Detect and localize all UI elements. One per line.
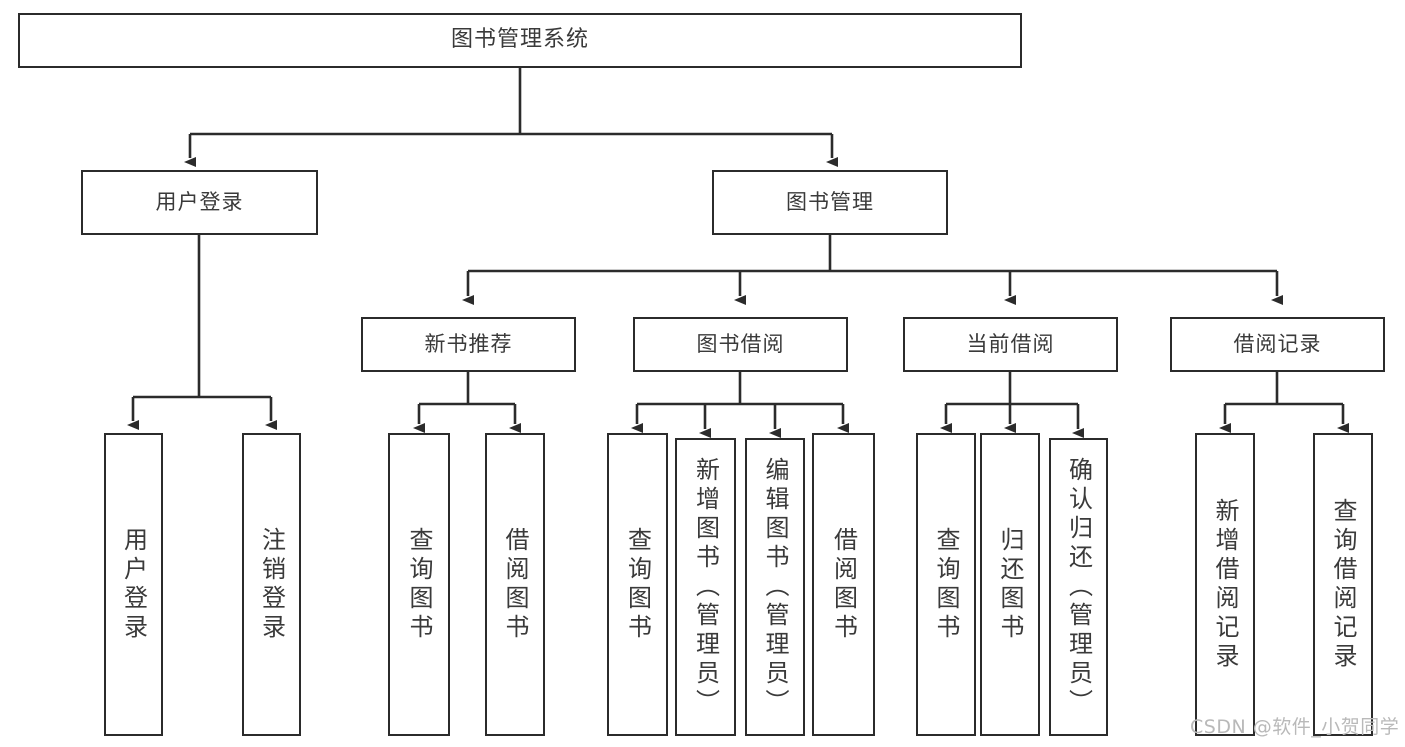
node-label: 确认归还（管理员） <box>1064 456 1093 718</box>
node-label: 借阅记录 <box>1233 331 1322 356</box>
node-label: 新增借阅记录 <box>1211 497 1239 672</box>
node-current-borrow[interactable]: 当前借阅 <box>903 317 1118 372</box>
leaf-recommend-query-book[interactable]: 查询图书 <box>388 433 450 736</box>
node-borrow-record[interactable]: 借阅记录 <box>1170 317 1385 372</box>
node-label: 图书管理 <box>786 189 874 214</box>
node-label: 编辑图书（管理员） <box>761 456 789 718</box>
node-label: 查询借阅记录 <box>1329 497 1357 672</box>
node-user-login[interactable]: 用户登录 <box>81 170 318 235</box>
node-label: 用户登录 <box>155 189 244 214</box>
node-label: 图书管理系统 <box>450 27 589 53</box>
node-label: 新书推荐 <box>424 331 513 356</box>
leaf-borrow-edit-book-admin[interactable]: 编辑图书（管理员） <box>745 438 805 736</box>
leaf-current-confirm-return-admin[interactable]: 确认归还（管理员） <box>1049 438 1108 736</box>
leaf-recommend-borrow-book[interactable]: 借阅图书 <box>485 433 545 736</box>
leaf-record-add-borrow-record[interactable]: 新增借阅记录 <box>1195 433 1255 736</box>
leaf-current-return-book[interactable]: 归还图书 <box>980 433 1040 736</box>
node-label: 查询图书 <box>405 526 433 643</box>
leaf-borrow-borrow-book[interactable]: 借阅图书 <box>812 433 875 736</box>
leaf-record-query-borrow-record[interactable]: 查询借阅记录 <box>1313 433 1373 736</box>
node-new-book-recommend[interactable]: 新书推荐 <box>361 317 576 372</box>
leaf-borrow-query-book[interactable]: 查询图书 <box>607 433 668 736</box>
node-label: 当前借阅 <box>966 331 1055 356</box>
leaf-current-query-book[interactable]: 查询图书 <box>916 433 976 736</box>
leaf-borrow-add-book-admin[interactable]: 新增图书（管理员） <box>675 438 736 736</box>
leaf-logout[interactable]: 注销登录 <box>242 433 301 736</box>
leaf-user-login[interactable]: 用户登录 <box>104 433 163 736</box>
node-label: 新增图书（管理员） <box>691 456 720 718</box>
node-label: 归还图书 <box>996 526 1024 643</box>
node-root-book-management-system[interactable]: 图书管理系统 <box>18 13 1022 68</box>
node-label: 查询图书 <box>932 526 960 643</box>
node-book-management[interactable]: 图书管理 <box>712 170 948 235</box>
node-label: 图书借阅 <box>696 331 785 356</box>
node-label: 借阅图书 <box>829 526 858 643</box>
node-label: 查询图书 <box>623 526 652 643</box>
node-label: 用户登录 <box>119 526 148 643</box>
node-label: 借阅图书 <box>501 526 529 643</box>
node-label: 注销登录 <box>257 526 286 643</box>
node-book-borrow[interactable]: 图书借阅 <box>633 317 848 372</box>
